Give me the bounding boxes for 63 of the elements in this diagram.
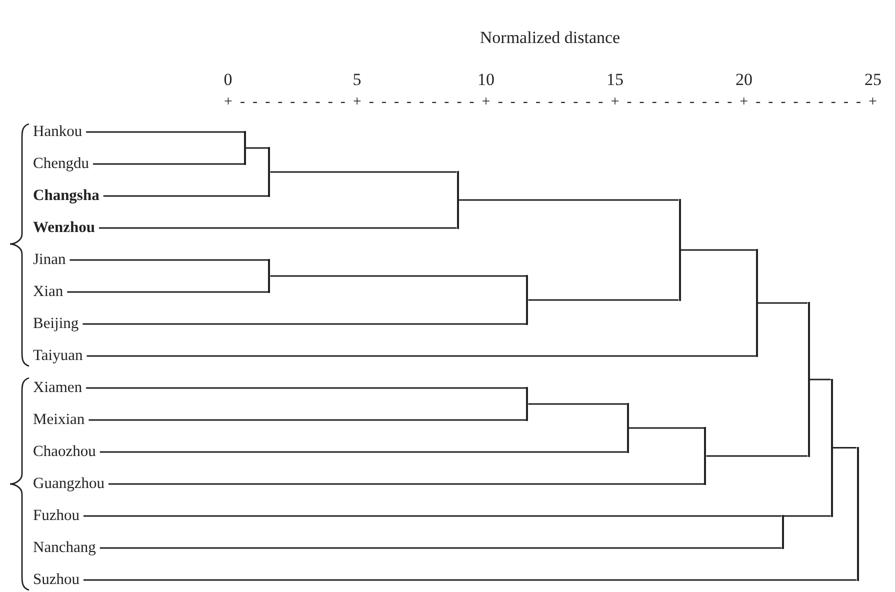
dendrogram-link	[86, 387, 526, 389]
dendrogram-link	[528, 403, 627, 405]
dendrogram-link	[108, 483, 704, 485]
merge-bar	[526, 275, 528, 325]
dendrogram-link	[680, 249, 756, 251]
merge-bar	[526, 387, 528, 421]
tick-label: 20	[736, 70, 752, 90]
city-name: Xian	[33, 282, 64, 302]
merge-bar	[782, 515, 784, 549]
dendrogram-link	[70, 259, 268, 261]
city-name: Chaozhou	[33, 442, 96, 462]
dendrogram-link	[810, 378, 831, 380]
tick-label: 0	[224, 70, 232, 90]
dendrogram-link	[86, 355, 756, 357]
city-name: Chengdu	[33, 154, 89, 174]
tick-label: 5	[352, 70, 362, 90]
merge-bar	[856, 446, 859, 581]
city-name: Fuzhou	[33, 506, 80, 526]
dendrogram-link	[784, 515, 831, 517]
merge-bar	[830, 378, 833, 517]
tick-label: 10	[478, 70, 494, 90]
dendrogram-link	[706, 455, 808, 457]
city-name: Beijing	[33, 314, 79, 334]
merge-bar	[704, 427, 706, 485]
city-name: Meixian	[33, 410, 85, 430]
dendrogram-link	[103, 195, 268, 197]
tick-label: 25	[864, 70, 882, 90]
dendrogram-link	[100, 451, 627, 453]
city-name: Xiamen	[33, 378, 82, 398]
dendrogram-link	[270, 275, 526, 277]
merge-bar	[268, 147, 270, 197]
ascii-axis-ruler: +---------+---------+---------+---------+---------+	[224, 94, 885, 110]
dendrogram-link	[628, 427, 704, 429]
city-name: Wenzhou	[33, 218, 96, 238]
merge-bar	[756, 249, 758, 357]
dendrogram-link	[99, 227, 457, 229]
dendrogram-link	[86, 131, 244, 133]
dendrogram-link	[84, 579, 857, 581]
merge-bar	[626, 403, 629, 453]
merge-bar	[244, 131, 246, 165]
city-name: Guangzhou	[33, 474, 104, 494]
dendrogram-link	[270, 171, 457, 173]
city-name: Hankou	[33, 122, 82, 142]
dendrogram-link	[246, 147, 268, 149]
merge-bar	[456, 171, 459, 229]
dendrogram-link	[528, 299, 678, 301]
dendrogram-link	[832, 446, 857, 449]
city-name: Jinan	[33, 250, 66, 270]
dendrogram-link	[100, 547, 782, 549]
city-name: Suzhou	[33, 570, 80, 590]
dendrogram-link	[88, 419, 526, 421]
city-name: Taiyuan	[33, 346, 83, 366]
dendrogram-link	[67, 291, 268, 293]
dendrogram-link	[92, 163, 244, 165]
dendrogram-link	[84, 515, 782, 517]
dendrogram-link	[458, 199, 678, 201]
dendrogram-link	[82, 323, 526, 325]
city-name: Changsha	[33, 186, 100, 206]
tick-label: 15	[606, 70, 624, 90]
axis-title: Normalized distance	[478, 28, 622, 48]
dendrogram-link	[758, 302, 808, 304]
merge-bar	[268, 259, 270, 293]
city-name: Nanchang	[33, 538, 96, 558]
